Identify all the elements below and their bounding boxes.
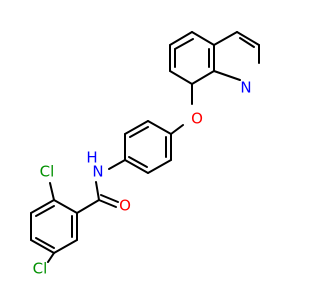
atom-label-layer: Cl N H O N O Cl <box>33 79 252 278</box>
atom-label-cl-top: Cl <box>40 163 55 181</box>
molecule-canvas: Cl N H O N O Cl <box>30 31 260 278</box>
bond-37 <box>35 205 55 217</box>
bond-30 <box>53 199 78 214</box>
atom-label-n-quinoline: N <box>240 79 251 97</box>
bond-20 <box>124 120 149 135</box>
bond-13 <box>239 37 255 48</box>
molecule-structure-diagram: Cl N H O N O Cl <box>30 31 260 278</box>
bond-40 <box>47 252 55 263</box>
bond-25 <box>108 159 126 170</box>
bond-39 <box>49 182 55 201</box>
bond-33 <box>30 239 55 254</box>
atom-label-o-ether: O <box>191 110 203 128</box>
bond-17 <box>147 159 172 174</box>
bond-27 <box>98 199 117 208</box>
bond-6 <box>174 38 194 50</box>
bond-0 <box>169 31 193 46</box>
atom-label-n-amide: N <box>92 163 103 181</box>
bond-3 <box>191 70 215 85</box>
bond-21 <box>147 120 172 135</box>
bond-34 <box>53 239 78 254</box>
bond-4 <box>169 70 193 85</box>
bond-18 <box>124 159 149 174</box>
bond-9 <box>213 31 238 46</box>
bond-12 <box>213 70 241 81</box>
bond-layer <box>30 31 260 263</box>
bond-15 <box>170 124 184 135</box>
bond-24 <box>129 126 149 138</box>
atom-label-o-carbonyl: O <box>119 197 131 215</box>
bond-28 <box>100 194 119 203</box>
bond-29 <box>76 199 100 214</box>
bond-31 <box>30 199 55 214</box>
atom-label-cl-bottom: Cl <box>33 260 48 278</box>
bond-26 <box>95 181 100 201</box>
atom-label-h-amide: H <box>86 149 97 167</box>
bond-38 <box>35 237 55 249</box>
bond-23 <box>128 156 148 168</box>
bond-10 <box>236 31 260 46</box>
bond-1 <box>191 31 215 46</box>
